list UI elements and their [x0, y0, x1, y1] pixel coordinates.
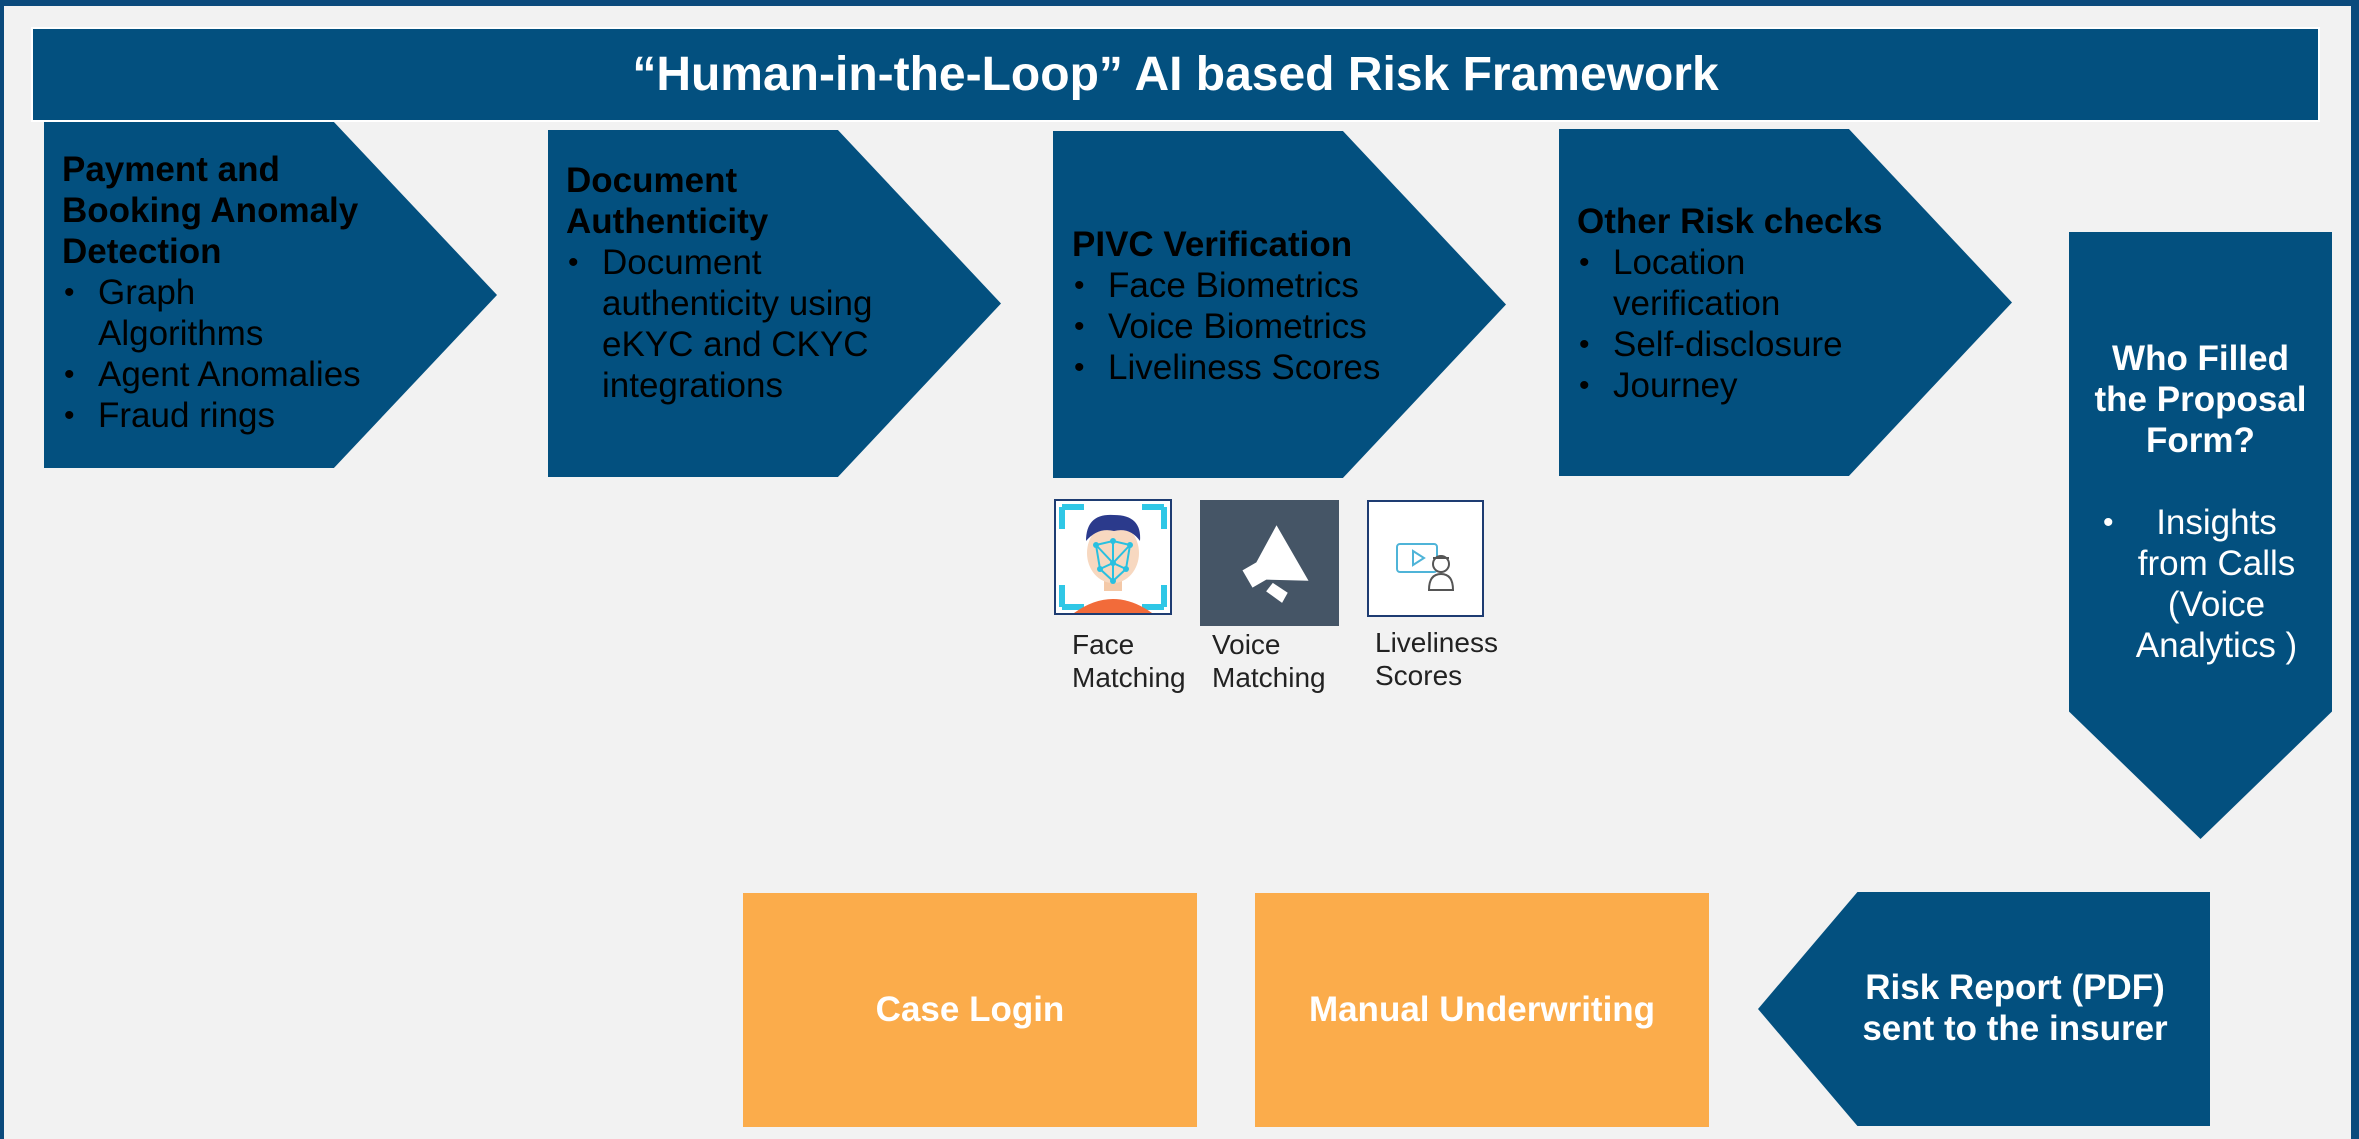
face-matching-caption: Face Matching: [1072, 629, 1186, 693]
risk-report-text: Risk Report (PDF) sent to the insurer: [1862, 968, 2168, 1048]
other-risk-checks-text: Other Risk checks Location verification …: [1577, 201, 1897, 406]
bullet-item: Graph Algorithms: [62, 272, 298, 354]
bullet-item: Document authenticity using eKYC and CKY…: [566, 242, 892, 406]
who-filled-arrow: [2069, 232, 2332, 839]
bullet-item: Face Biometrics: [1072, 265, 1432, 306]
step-title: PIVC Verification: [1072, 225, 1353, 264]
liveliness-scores-icon: [1367, 500, 1484, 617]
face-matching-icon: [1054, 499, 1172, 615]
who-filled-bullet: • Insights from Calls (Voice Analytics ): [2103, 503, 2298, 665]
liveliness-scores-caption: Liveliness Scores: [1375, 627, 1498, 691]
step-bullets: Graph Algorithms Agent Anomalies Fraud r…: [62, 272, 422, 436]
case-login-label: Case Login: [875, 990, 1065, 1029]
voice-matching-icon: [1200, 500, 1339, 626]
who-filled-title: Who Filled the Proposal Form?: [2094, 339, 2307, 460]
title-banner: “Human-in-the-Loop” AI based Risk Framew…: [31, 27, 2320, 122]
document-authenticity-text: Document Authenticity Document authentic…: [566, 160, 896, 406]
bullet-item: Location verification: [1577, 242, 1813, 324]
case-login-box: Case Login: [743, 893, 1197, 1127]
step-title: Document Authenticity: [566, 161, 769, 241]
bullet-item: Self-disclosure: [1577, 324, 1897, 365]
bullet-item: Journey: [1577, 365, 1897, 406]
bullet-item: Voice Biometrics: [1072, 306, 1432, 347]
bullet-item: Agent Anomalies: [62, 354, 422, 395]
manual-underwriting-box: Manual Underwriting: [1255, 893, 1709, 1127]
voice-matching-caption: Voice Matching: [1212, 629, 1326, 693]
step-title: Other Risk checks: [1577, 202, 1883, 241]
page-title: “Human-in-the-Loop” AI based Risk Framew…: [632, 48, 1719, 101]
step-title: Payment and Booking Anomaly Detection: [62, 150, 359, 271]
step-bullets: Document authenticity using eKYC and CKY…: [566, 242, 896, 406]
risk-report-arrow: [1758, 892, 2210, 1126]
bullet-item: Liveliness Scores: [1072, 347, 1432, 388]
payment-anomaly-text: Payment and Booking Anomaly Detection Gr…: [62, 149, 422, 436]
bullet-item: Fraud rings: [62, 395, 422, 436]
pivc-verification-text: PIVC Verification Face Biometrics Voice …: [1072, 224, 1432, 388]
who-filled-text: Who Filled the Proposal Form? • Insights…: [2069, 338, 2332, 666]
step-bullets: Face Biometrics Voice Biometrics Livelin…: [1072, 265, 1432, 388]
step-bullets: Location verification Self-disclosure Jo…: [1577, 242, 1897, 406]
manual-underwriting-label: Manual Underwriting: [1308, 990, 1656, 1029]
